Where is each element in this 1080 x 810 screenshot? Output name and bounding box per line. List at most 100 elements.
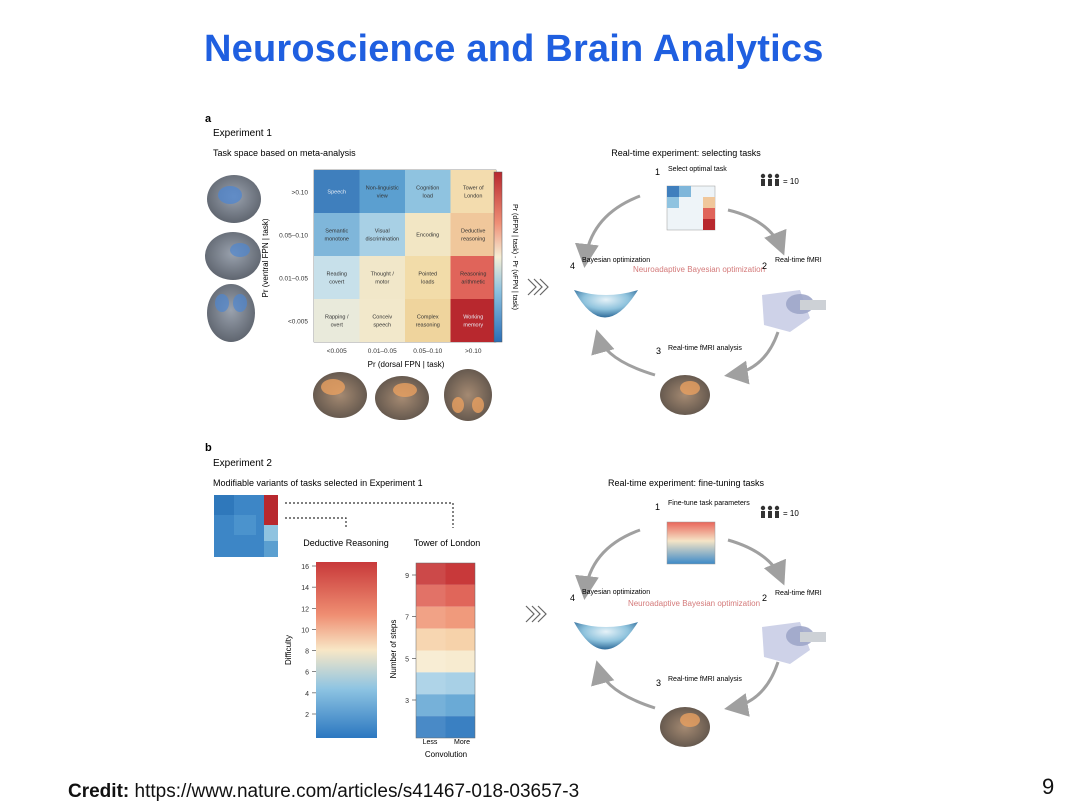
panel-b-chevron-icon bbox=[525, 605, 547, 623]
heatmap-cell bbox=[405, 213, 451, 256]
panel-b-center-label: Neuroadaptive Bayesian optimization bbox=[628, 599, 760, 608]
tower-cell bbox=[416, 716, 446, 738]
heatmap-row-label: <0.005 bbox=[288, 319, 308, 326]
heatmap-cell-label: Encoding bbox=[416, 233, 439, 239]
panel-a-step1-label: Select optimal task bbox=[668, 166, 727, 173]
tower-title: Tower of London bbox=[414, 538, 481, 548]
tower-tick-label: 5 bbox=[405, 656, 409, 663]
heatmap-cell bbox=[450, 213, 496, 256]
deductive-tick-label: 4 bbox=[305, 691, 309, 698]
panel-b-participants: = 10 bbox=[783, 509, 799, 518]
heatmap-cell bbox=[405, 256, 451, 299]
panel-b-step1-label: Fine-tune task parameters bbox=[668, 500, 750, 507]
tower-cell bbox=[416, 606, 446, 629]
heatmap-cell-label: Speech bbox=[327, 190, 346, 196]
panel-b-step2-label: Real-time fMRI bbox=[775, 590, 822, 597]
heatmap-row-label: >0.10 bbox=[292, 190, 309, 197]
panel-a-letter: a bbox=[205, 113, 212, 125]
tower-cell bbox=[445, 584, 475, 607]
panel-a-step2-num: 2 bbox=[762, 261, 767, 271]
tower-ylabel: Number of steps bbox=[389, 620, 398, 679]
panel-a-side-brains bbox=[205, 175, 261, 342]
tower-cell bbox=[445, 650, 475, 673]
tower-cell bbox=[445, 716, 475, 738]
panel-b-step3-num: 3 bbox=[656, 678, 661, 688]
heatmap-cell-label: reasoning bbox=[461, 237, 485, 243]
panel-b-letter: b bbox=[205, 442, 212, 454]
heatmap-cell bbox=[405, 170, 451, 213]
heatmap-cell-label: Non-linguistic bbox=[366, 186, 399, 192]
panel-b-subtitle: Modifiable variants of tasks selected in… bbox=[213, 478, 423, 488]
credit-url[interactable]: https://www.nature.com/articles/s41467-0… bbox=[134, 781, 580, 802]
deductive-tick-label: 14 bbox=[301, 585, 309, 592]
heatmap-cell-label: loads bbox=[421, 280, 434, 286]
panel-a-center-label: Neuroadaptive Bayesian optimization bbox=[633, 265, 765, 274]
tower-cell bbox=[445, 606, 475, 629]
heatmap-cell-label: Tower of bbox=[463, 186, 484, 192]
panel-b-experiment: Experiment 2 bbox=[213, 458, 272, 469]
panel-b-small-heatmap bbox=[214, 495, 278, 557]
deductive-tick-label: 8 bbox=[305, 649, 309, 656]
deductive-tick-label: 12 bbox=[301, 606, 309, 613]
tower-cell bbox=[416, 584, 446, 607]
heatmap-cell bbox=[359, 170, 405, 213]
heatmap-cell-label: discrimination bbox=[365, 237, 399, 243]
heatmap-cell-label: Deductive bbox=[461, 229, 485, 235]
figure: a Experiment 1 Task space based on meta-… bbox=[205, 113, 826, 759]
brain-image-medial bbox=[205, 232, 261, 280]
panel-a-bayes-surface-icon bbox=[574, 290, 638, 318]
heatmap-cell-label: speech bbox=[373, 323, 391, 329]
panel-a-step4-label: Bayesian optimization bbox=[582, 257, 650, 264]
panel-a-heatmap: SpeechNon-linguisticviewCognitionloadTow… bbox=[313, 169, 497, 343]
heatmap-cell-label: Cognition bbox=[416, 186, 439, 192]
heatmap-cell-label: Rapping / bbox=[325, 315, 349, 321]
tower-cell bbox=[445, 563, 475, 585]
heatmap-cell bbox=[314, 299, 360, 342]
tower-cell bbox=[416, 650, 446, 673]
page-number: 9 bbox=[1042, 774, 1055, 799]
heatmap-cell bbox=[450, 299, 496, 342]
panel-a-step1-num: 1 bbox=[655, 167, 660, 177]
tower-tick-label: 3 bbox=[405, 698, 409, 705]
panel-a-step3-num: 3 bbox=[656, 346, 661, 356]
heatmap-cell bbox=[314, 256, 360, 299]
panel-a-cycle-title: Real-time experiment: selecting tasks bbox=[611, 148, 761, 158]
tower-heatmap bbox=[415, 562, 476, 739]
tower-tick-label: 7 bbox=[405, 615, 409, 622]
heatmap-cell-label: memory bbox=[463, 323, 483, 329]
panel-a-bottom-brains bbox=[313, 369, 492, 421]
panel-a-brain-analysis-icon bbox=[660, 375, 710, 415]
deductive-tick-label: 2 bbox=[305, 712, 309, 719]
panel-a-xlabel: Pr (dorsal FPN | task) bbox=[368, 360, 445, 369]
heatmap-cell bbox=[314, 213, 360, 256]
heatmap-cell-label: motor bbox=[375, 280, 389, 286]
panel-a-row-labels: >0.100.05–0.100.01–0.05<0.005 bbox=[279, 190, 308, 326]
heatmap-cell-label: Complex bbox=[417, 315, 439, 321]
tower-cell bbox=[416, 672, 446, 695]
heatmap-cell-label: monotone bbox=[325, 237, 349, 243]
heatmap-cell-label: Pointed bbox=[418, 272, 437, 278]
brain-image-bottom-2 bbox=[375, 376, 429, 420]
participants-icon bbox=[760, 505, 780, 518]
panel-a-step2-label: Real-time fMRI bbox=[775, 257, 822, 264]
heatmap-cell-label: Thought / bbox=[371, 272, 395, 278]
heatmap-cell-label: London bbox=[464, 194, 482, 200]
tower-xtick-less: Less bbox=[423, 739, 438, 746]
panel-a-experiment: Experiment 1 bbox=[213, 128, 272, 139]
heatmap-cell bbox=[359, 213, 405, 256]
panel-b-cycle bbox=[575, 528, 786, 717]
panel-b-step2-num: 2 bbox=[762, 593, 767, 603]
heatmap-cell-label: Conceiv bbox=[372, 315, 392, 321]
heatmap-cell-label: Visual bbox=[375, 229, 390, 235]
tower-cell bbox=[416, 694, 446, 717]
heatmap-col-label: 0.01–0.05 bbox=[368, 348, 397, 355]
heatmap-cell bbox=[314, 170, 360, 213]
heatmap-col-label: <0.005 bbox=[327, 348, 347, 355]
tower-cell bbox=[416, 563, 446, 585]
brain-image-top bbox=[207, 284, 255, 342]
tower-xtick-more: More bbox=[454, 739, 470, 746]
panel-a-mini-heatmap bbox=[666, 185, 716, 231]
heatmap-cell-label: covert bbox=[329, 280, 344, 286]
panel-a-cycle bbox=[574, 194, 787, 385]
